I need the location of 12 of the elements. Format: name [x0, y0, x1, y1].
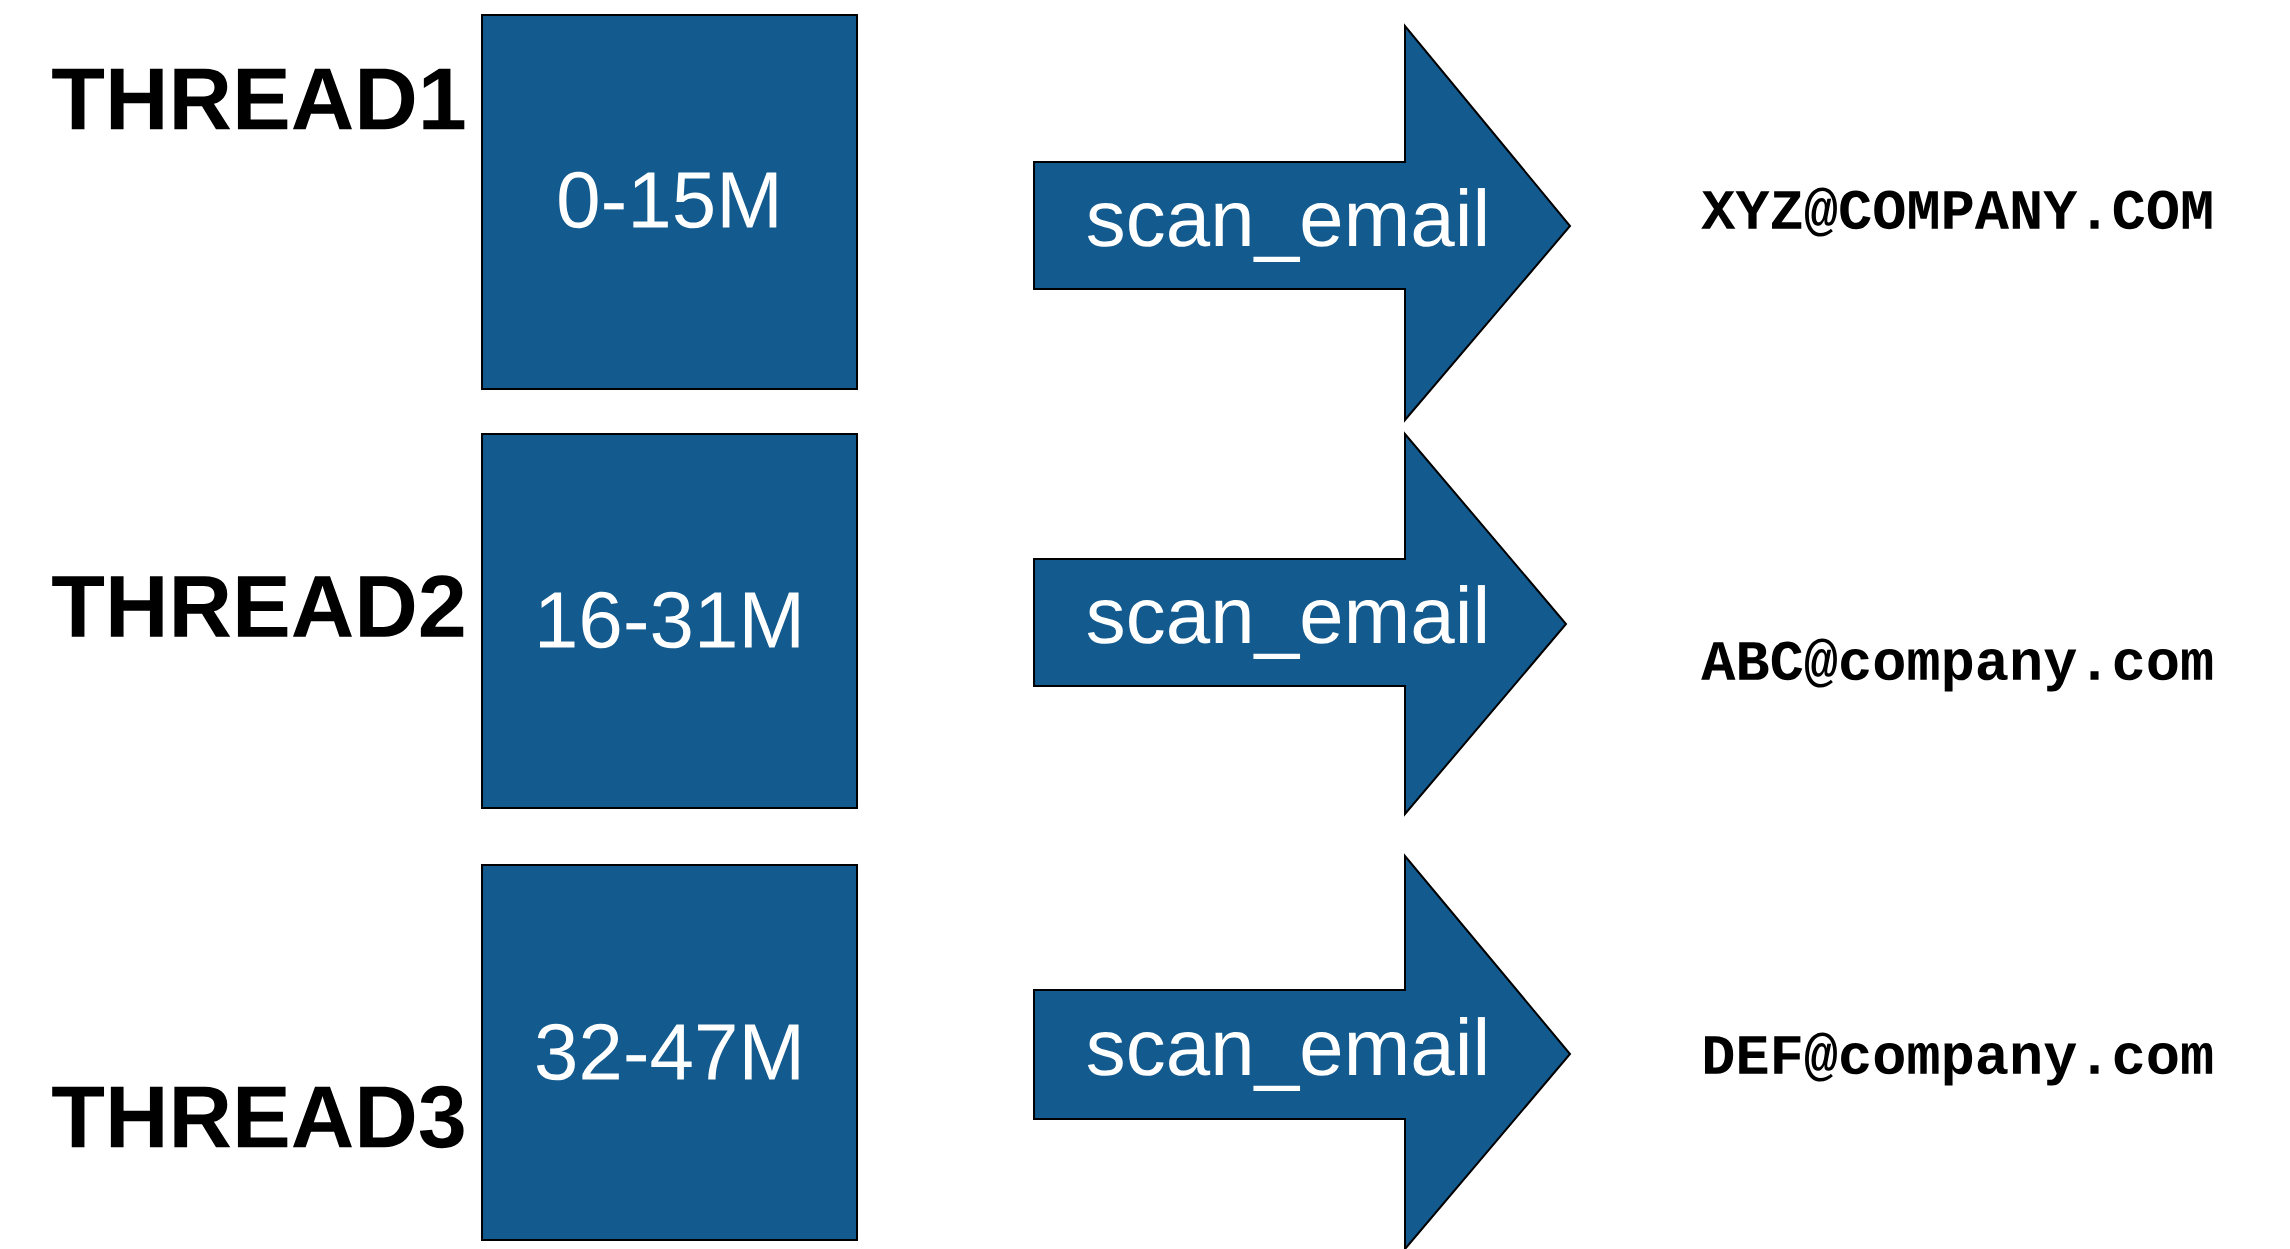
- pointed-box: scan_email: [1033, 431, 1568, 817]
- range-box: 16-31M: [481, 433, 858, 809]
- thread-label: THREAD1: [52, 68, 465, 130]
- range-box: 32-47M: [481, 864, 858, 1241]
- pointed-box: scan_email: [1033, 853, 1572, 1249]
- email-address: DEF@company.com: [1705, 1032, 2213, 1086]
- pointed-box: scan_email: [1033, 23, 1572, 423]
- thread-label: THREAD3: [52, 1085, 464, 1149]
- email-address: ABC@company.com: [1701, 638, 2213, 692]
- thread-label: THREAD2: [52, 575, 464, 637]
- range-box: 0-15M: [481, 14, 858, 390]
- email-address: XYZ@COMPANY.COM: [1701, 187, 2212, 237]
